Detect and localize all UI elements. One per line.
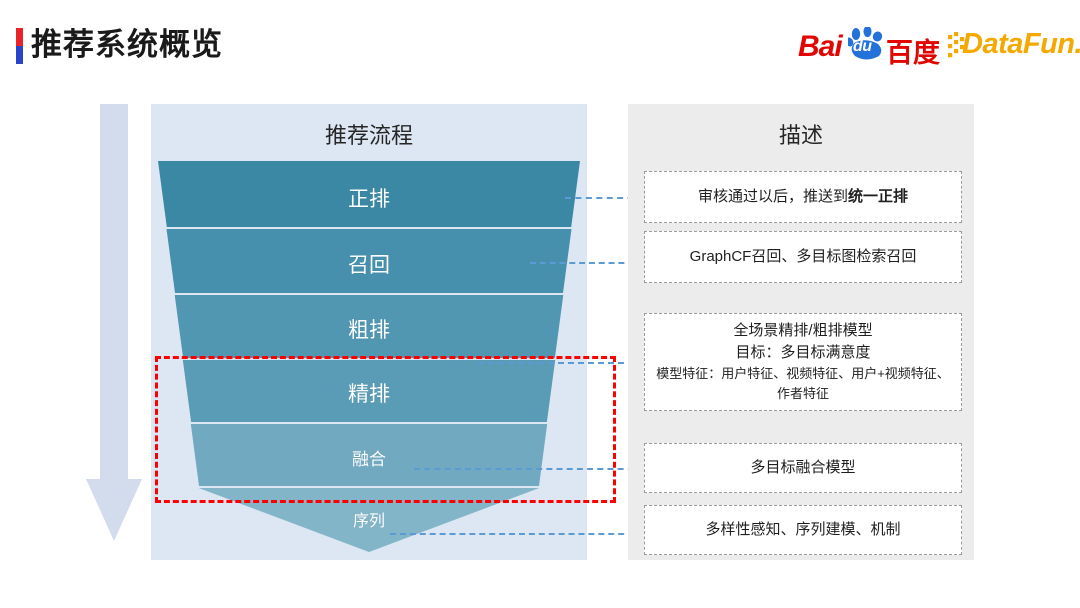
funnel-segment-zhengpai: [158, 161, 580, 227]
right-panel-heading: 描述: [778, 123, 823, 148]
title-accent-bar: [16, 28, 23, 64]
funnel-segment-zhaohui: [166, 229, 572, 293]
connector-zhaohui: [530, 262, 644, 264]
datafun-dots-icon: [948, 32, 965, 58]
funnel-segment-jingpai: [182, 360, 556, 422]
baidu-paw-icon: [848, 27, 883, 60]
red-dashed-highlight: [155, 356, 616, 503]
funnel-segment-ronghe: [190, 424, 548, 486]
baidu-logo: Bai du 百度: [798, 27, 940, 68]
description-box-jingpai[interactable]: 全场景精排/粗排模型 目标：多目标满意度 模型特征：用户特征、视频特征、用户+视…: [644, 313, 962, 411]
connector-zhengpai: [565, 197, 644, 199]
funnel-segment-cupai: [174, 295, 564, 358]
description-text: 作者特征: [776, 386, 829, 401]
recommendation-funnel: [158, 161, 580, 552]
funnel-segment-xulie: [198, 488, 540, 552]
connector-ronghe: [414, 468, 644, 470]
baidu-logo-bai-text: Bai: [798, 30, 843, 63]
description-box-xulie[interactable]: 多样性感知、序列建模、机制: [644, 505, 962, 555]
description-box-ronghe[interactable]: 多目标融合模型: [644, 443, 962, 493]
connector-jingpai: [478, 362, 644, 364]
description-text: 多目标融合模型: [750, 459, 856, 476]
description-text: 审核通过以后，推送到统一正排: [697, 188, 909, 205]
description-text: 全场景精排/粗排模型: [733, 322, 873, 339]
baidu-logo-chinese-text: 百度: [886, 38, 940, 68]
process-direction-arrow: [86, 104, 142, 541]
description-text: GraphCF召回、多目标图检索召回: [689, 248, 917, 265]
description-text: 目标：多目标满意度: [735, 344, 871, 361]
description-text: 模型特征：用户特征、视频特征、用户+视频特征、: [656, 366, 950, 381]
connector-xulie: [390, 533, 644, 535]
description-box-zhengpai[interactable]: 审核通过以后，推送到统一正排: [644, 171, 962, 223]
page-title: 推荐系统概览: [31, 27, 223, 62]
datafun-logo-text: DataFun.: [962, 28, 1080, 60]
left-panel-heading: 推荐流程: [324, 123, 413, 148]
description-box-zhaohui[interactable]: GraphCF召回、多目标图检索召回: [644, 231, 962, 283]
slide-header: 推荐系统概览 Bai du 百度: [0, 0, 1080, 92]
datafun-logo: DataFun.: [948, 28, 1080, 64]
baidu-logo-du-text: du: [853, 38, 872, 55]
description-text: 多样性感知、序列建模、机制: [705, 521, 901, 538]
